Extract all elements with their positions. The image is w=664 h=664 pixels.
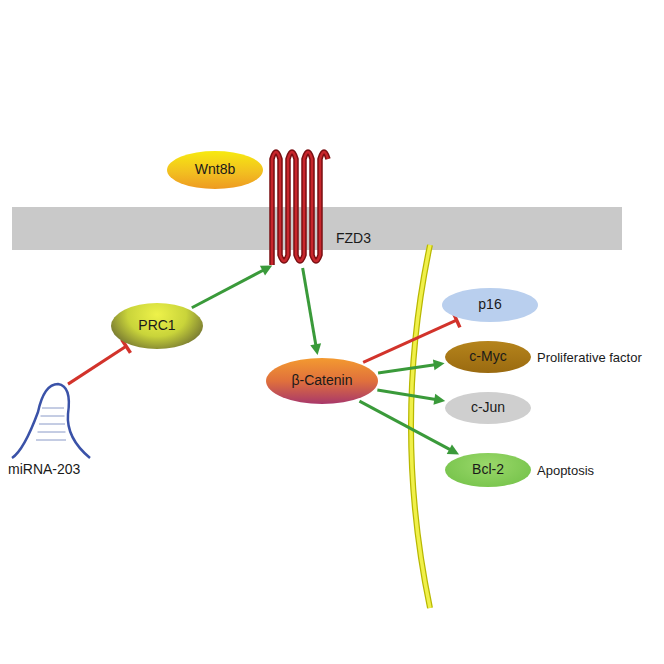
arrowhead <box>310 343 321 355</box>
receptor-symbol <box>268 143 334 268</box>
connector <box>192 266 272 308</box>
connector <box>303 268 321 355</box>
annotation-label: Proliferative factor <box>537 350 642 365</box>
base-pair-tick <box>38 432 66 433</box>
node-label: p16 <box>478 297 501 312</box>
protein-ellipse: PRC1 <box>111 303 203 349</box>
base-pair-tick <box>36 440 66 441</box>
node-label: miRNA-203 <box>8 462 80 477</box>
base-pair-tick <box>42 408 64 409</box>
nuclear-membrane-inner <box>411 245 430 608</box>
protein-ellipse: β-Catenin <box>266 358 378 404</box>
node-label: c-Myc <box>469 349 506 364</box>
connector-line <box>359 401 452 451</box>
node-label: PRC1 <box>138 318 175 333</box>
connector <box>359 401 459 454</box>
connector-line <box>68 346 126 384</box>
connector-line <box>303 268 317 347</box>
node-label: FZD3 <box>336 231 371 246</box>
node-label: Bcl-2 <box>472 462 504 477</box>
nuclear-membrane <box>411 245 430 608</box>
connector <box>68 339 130 384</box>
base-pair-tick <box>39 424 65 425</box>
receptor-outline <box>272 152 328 265</box>
target-gene-ellipse: c-Myc <box>445 341 531 373</box>
mirna-hairpin <box>6 378 106 460</box>
arrowhead <box>260 266 272 276</box>
connector-line <box>363 320 456 362</box>
hairpin-strand <box>12 384 90 458</box>
cell-membrane <box>12 207 622 250</box>
node-label: c-Jun <box>471 400 505 415</box>
annotation-label: Apoptosis <box>537 463 594 478</box>
target-gene-ellipse: Bcl-2 <box>445 453 531 487</box>
base-pair-tick <box>41 416 65 417</box>
node-label: Wnt8b <box>195 162 235 177</box>
mirna-node: miRNA-203 <box>6 378 106 480</box>
connector-line <box>377 390 437 400</box>
connector <box>378 359 445 372</box>
connector-line <box>192 269 265 307</box>
connector-line <box>378 364 437 372</box>
ligand-ellipse: Wnt8b <box>167 151 263 189</box>
arrowhead <box>447 444 459 454</box>
target-gene-ellipse: c-Jun <box>445 392 531 424</box>
node-label: β-Catenin <box>292 373 353 388</box>
receptor-fill <box>272 152 328 265</box>
arrowhead <box>433 359 445 370</box>
receptor-node: FZD3 <box>268 143 373 268</box>
arrowhead <box>433 394 445 405</box>
target-gene-ellipse: p16 <box>442 288 538 322</box>
connector <box>377 390 445 405</box>
